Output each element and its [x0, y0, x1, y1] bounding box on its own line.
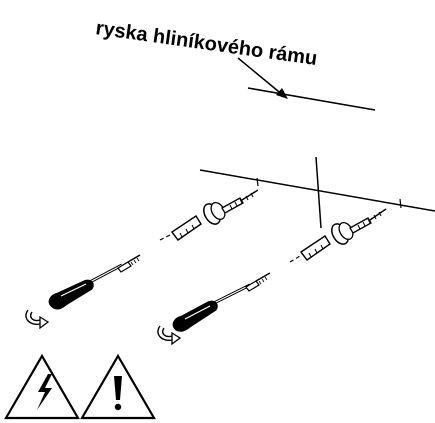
screw-icon [203, 189, 259, 225]
left-screwdriver-icon [48, 254, 141, 310]
wall-plug-icon [170, 215, 202, 241]
aluminium-frame-line [247, 87, 376, 111]
screw-icon [331, 208, 387, 245]
general-warning-icon [80, 353, 156, 420]
electric-hazard-warning-icon [4, 353, 80, 420]
frame-line-callout-label: ryska hliníkového rámu [94, 17, 318, 70]
wall-plug-icon [299, 235, 331, 261]
left-rotation-arrow-icon [25, 309, 50, 330]
right-screwdriver-icon [172, 272, 271, 332]
mounting-axis-line [199, 156, 435, 229]
left-anchor-assembly [159, 189, 259, 241]
right-anchor-assembly [289, 208, 387, 263]
right-rotation-arrow-icon [157, 325, 182, 346]
